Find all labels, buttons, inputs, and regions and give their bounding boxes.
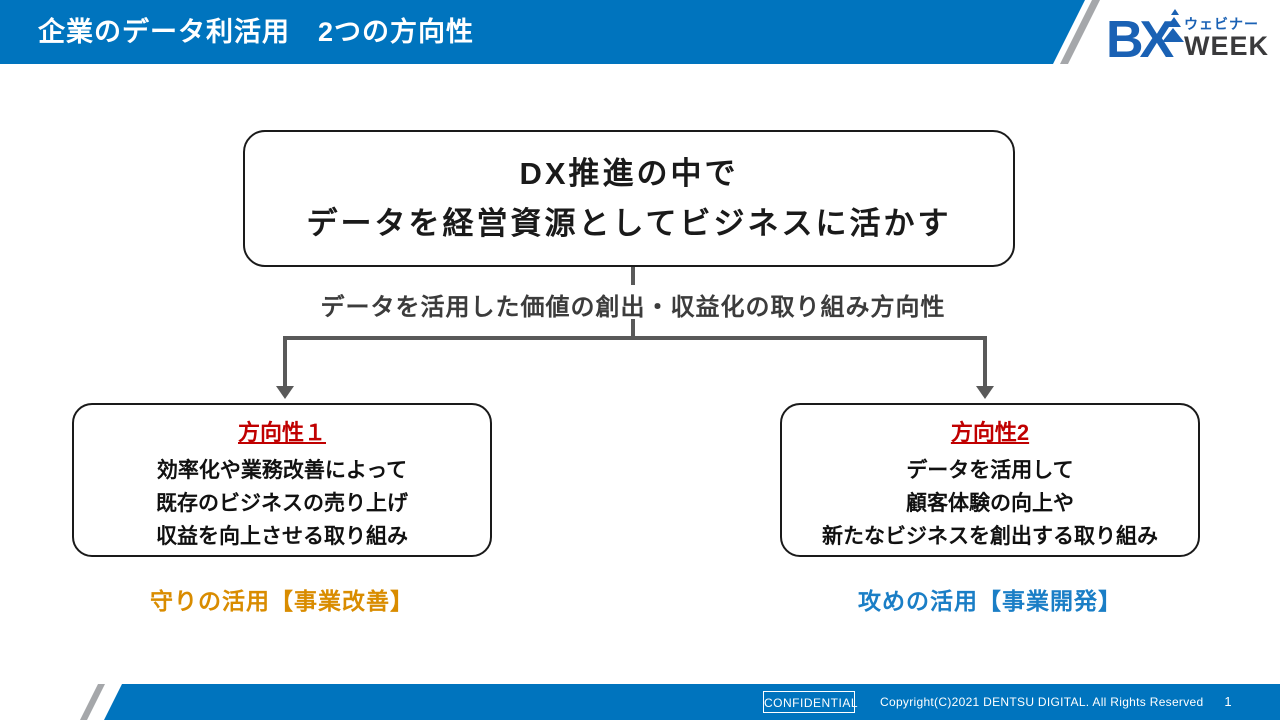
logo-webinar-text: ウェビナー [1184,16,1259,32]
direction2-box: 方向性2 データを活用して 顧客体験の向上や 新たなビジネスを創出する取り組み [780,403,1200,557]
direction1-line: 効率化や業務改善によって [156,459,408,482]
direction1-box: 方向性１ 効率化や業務改善によって 既存のビジネスの売り上げ 収益を向上させる取… [72,403,492,557]
logo-arrow-icon [1162,28,1184,42]
footer-diagonal-stripe [79,684,105,720]
direction2-line: 顧客体験の向上や [906,492,1074,515]
direction1-summary: 守りの活用【事業改善】 [150,588,414,614]
logo-bx-text: BX [1106,11,1174,69]
main-statement-box: DX推進の中で データを経営資源としてビジネスに活かす [243,130,1015,267]
arrow-down-icon [976,386,994,399]
connector-vertical-bottom [631,319,635,338]
logo-arrow-icon [1167,17,1181,27]
footer-bar [104,684,1280,720]
connector-label: データを活用した価値の創出・収益化の取り組み方向性 [320,294,946,321]
logo-arrow-icon [1171,9,1179,15]
direction1-line: 収益を向上させる取り組み [156,525,408,548]
direction2-line: 新たなビジネスを創出する取り組み [822,525,1158,548]
direction1-description: 効率化や業務改善によって 既存のビジネスの売り上げ 収益を向上させる取り組み [74,454,490,553]
direction2-title: 方向性2 [950,420,1030,445]
connector-left-drop [283,336,287,386]
direction2-summary: 攻めの活用【事業開発】 [858,588,1122,614]
page-title: 企業のデータ利活用 2つの方向性 [38,17,475,47]
direction1-line: 既存のビジネスの売り上げ [156,492,408,515]
logo-week-text: WEEK [1184,31,1269,61]
arrow-down-icon [276,386,294,399]
main-statement-line1: DX推進の中で [519,156,739,192]
direction2-line: データを活用して [906,459,1074,482]
connector-horizontal [283,336,987,340]
header-bar [0,0,1085,64]
logo-text-block: ウェビナー WEEK [1184,16,1269,60]
connector-right-drop [983,336,987,386]
main-statement-line2: データを経営資源としてビジネスに活かす [306,205,952,241]
direction1-title: 方向性１ [237,420,326,445]
confidential-badge: CONFIDENTIAL [763,691,858,713]
copyright-text: Copyright(C)2021 DENTSU DIGITAL. All Rig… [880,695,1204,709]
direction2-description: データを活用して 顧客体験の向上や 新たなビジネスを創出する取り組み [782,454,1198,553]
page-number: 1 [1224,694,1232,709]
connector-vertical-top [631,267,635,285]
bx-week-logo: BX ウェビナー WEEK [1106,9,1276,70]
